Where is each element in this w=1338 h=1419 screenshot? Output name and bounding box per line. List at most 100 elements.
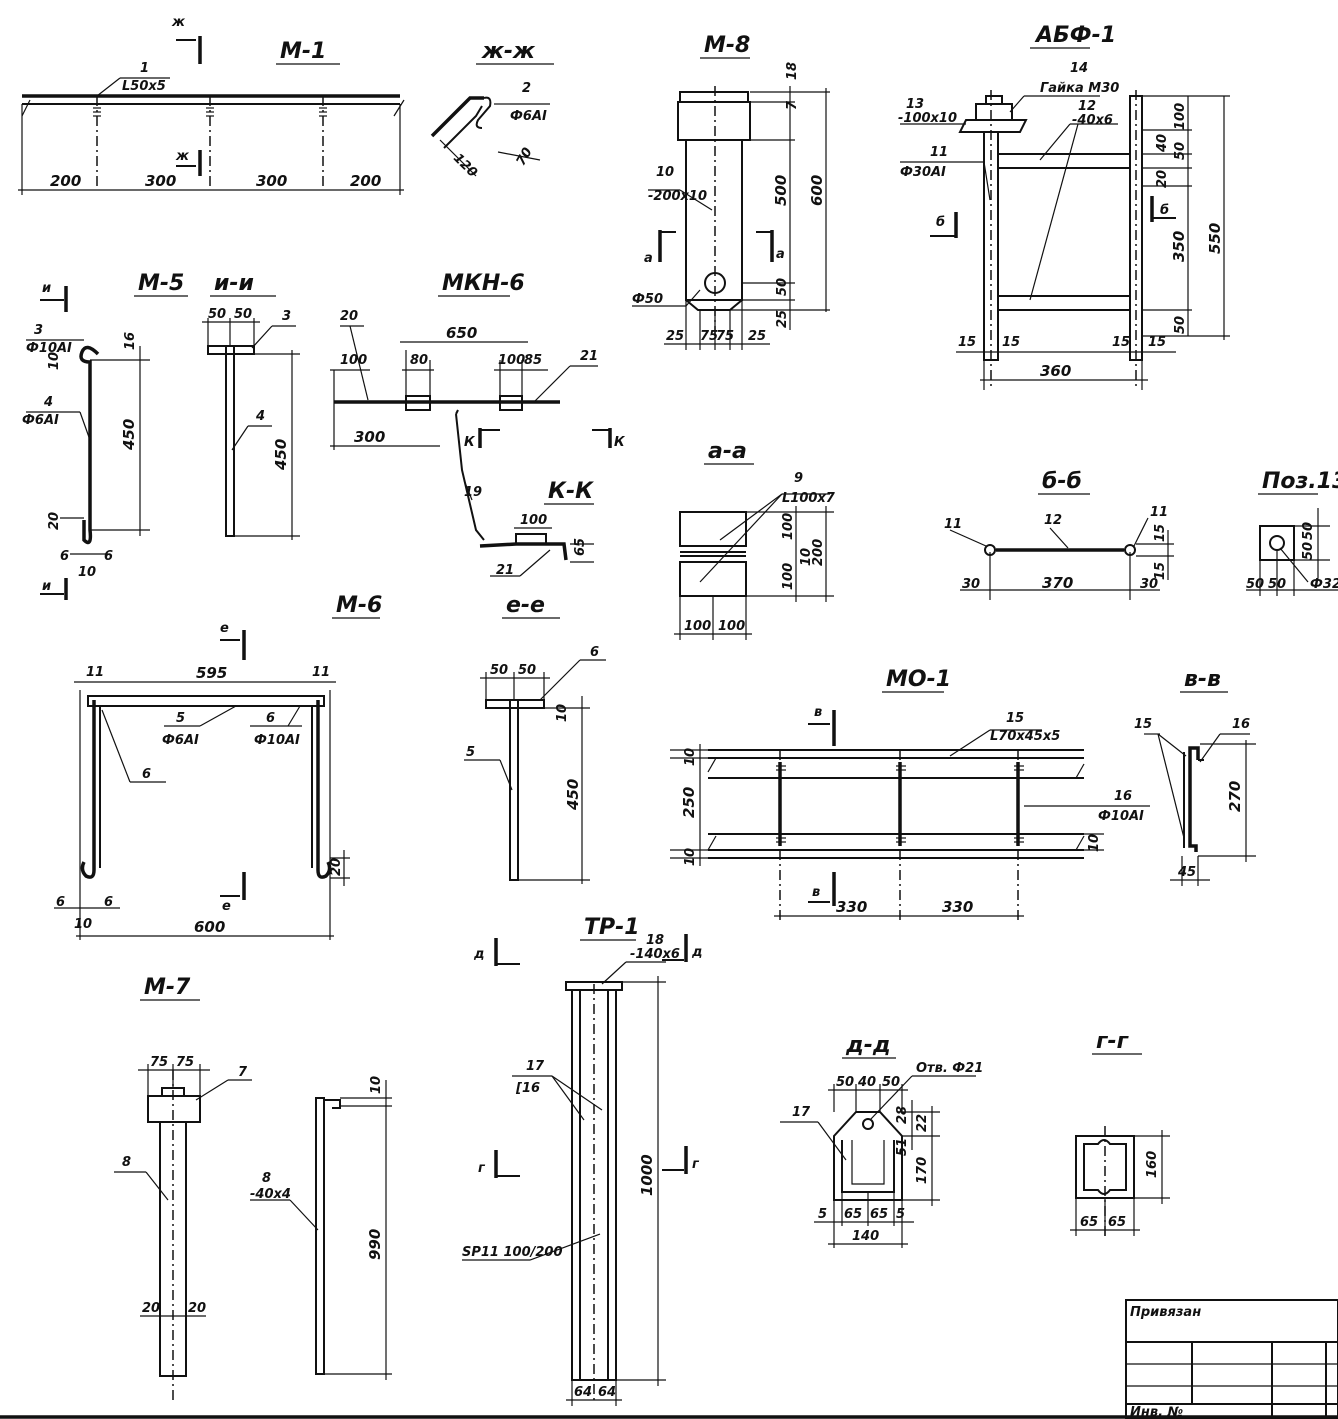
mkn6-pos19: 19	[464, 485, 482, 500]
tr1-pos18: 18	[646, 933, 664, 948]
m6-bdim-10: 10	[74, 917, 92, 932]
mo1-title: МО-1	[886, 667, 951, 692]
m6-bdim-6a: 6	[56, 895, 65, 910]
m6-pos5: 5	[176, 711, 185, 726]
abf1-nut: Гайка М30	[1040, 81, 1119, 96]
poz13-dim-50b: 50	[1301, 542, 1316, 560]
mkn6-dim-650: 650	[446, 324, 477, 342]
m6-dim-20: 20	[329, 858, 344, 876]
mo1-section-v-top: в	[814, 705, 822, 720]
m8-plate: -200х10	[648, 189, 707, 204]
m7-dim-75b: 75	[176, 1055, 194, 1070]
d-d-dim-28: 28	[895, 1106, 910, 1124]
m5-dim-20: 20	[47, 512, 62, 530]
m6-dim-11a: 11	[86, 665, 104, 680]
b-b-pos12: 12	[1044, 513, 1062, 528]
tr1-drawing: ТР-1 д д 18 -140х6 17 [16 г г 1000 SP11 …	[462, 915, 703, 1406]
m8-section-a-right: а	[776, 247, 785, 262]
m1-section-mark-bottom: ж	[175, 149, 190, 164]
mo1-dim-330b: 330	[942, 898, 973, 916]
b-b-pos11b: 11	[1150, 505, 1168, 520]
m5-height: 450	[120, 419, 138, 451]
i-i-pos4: 4	[255, 409, 265, 424]
m8-total: 600	[808, 175, 826, 206]
d-d-dim-50a: 50	[836, 1075, 854, 1090]
abf1-pos13: 13	[906, 97, 924, 112]
d-d-title: д-д	[845, 1033, 891, 1058]
tr1-plate: -140х6	[630, 947, 680, 962]
m6-pos6: 6	[266, 711, 275, 726]
m6-bdim-6b: 6	[104, 895, 113, 910]
i-i-dim-50b: 50	[234, 307, 252, 322]
m7-dim-20a: 20	[142, 1301, 160, 1316]
b-b-dim-15a: 15	[1153, 524, 1168, 542]
v-v-drawing: в-в 15 16 270 45	[1134, 667, 1256, 886]
abf1-total: 550	[1206, 223, 1224, 254]
poz13-dim-50d: 50	[1268, 577, 1286, 592]
m8-dim-25: 25	[775, 310, 790, 328]
mo1-drawing: МО-1 в 15 L70х45х5 16 Ф10АI 10 250 10 10…	[670, 667, 1150, 920]
m1-pos: 1	[140, 61, 149, 76]
poz13-title: Поз.13	[1262, 469, 1338, 494]
zh-zh-drawing: ж-ж 2 Ф6АI 120 70	[430, 39, 554, 181]
poz13-dim-50a: 50	[1301, 522, 1316, 540]
m6-section-e-top: е	[220, 621, 229, 636]
g-g-title: г-г	[1096, 1029, 1130, 1054]
m1-dim-3: 300	[256, 172, 287, 190]
m8-section-a-left: а	[644, 251, 653, 266]
e-e-pos5: 5	[466, 745, 475, 760]
k-k-dim-100: 100	[520, 513, 547, 528]
k-k-pos21: 21	[496, 563, 514, 578]
m1-section-mark-top: ж	[171, 15, 186, 30]
b-b-dim-30b: 30	[1140, 577, 1158, 592]
v-v-width: 45	[1177, 865, 1196, 880]
mkn6-dim-300: 300	[354, 428, 385, 446]
abf1-section-b-right: б	[1160, 203, 1169, 218]
g-g-height: 160	[1145, 1151, 1160, 1178]
m6-rebar6: Ф10АI	[254, 733, 300, 748]
m6-section-e-bottom: е	[222, 899, 231, 914]
b-b-dim-370: 370	[1042, 574, 1073, 592]
b-b-dim-15b: 15	[1153, 562, 1168, 580]
m8-hole: Ф50	[632, 292, 663, 307]
g-g-drawing: г-г 160 65 65	[1070, 1029, 1170, 1240]
m8-dim-50: 50	[775, 278, 790, 296]
m5-bdim-10: 10	[78, 565, 96, 580]
a-a-dim-100a: 100	[781, 513, 796, 540]
abf1-drawing: АБФ-1 14 Гайка М30 13 -100х10 11 Ф30АI 1…	[898, 23, 1230, 390]
d-d-dim-65b: 65	[870, 1207, 888, 1222]
poz13-dim-50c: 50	[1246, 577, 1264, 592]
e-e-dim-10: 10	[555, 704, 570, 722]
mkn6-dim-85: 85	[524, 353, 542, 368]
m8-bdim-1: 25	[666, 329, 684, 344]
mo1-dim-10a: 10	[683, 748, 698, 766]
tr1-dim-64a: 64	[574, 1385, 592, 1400]
m7-pos8b: 8	[262, 1171, 271, 1186]
mkn6-section-k-left: К	[464, 435, 476, 450]
d-d-drawing: д-д 50 40 50 Отв. Ф21 17 28 22 51 170 5 …	[780, 1033, 983, 1248]
e-e-drawing: е-е 50 50 6 10 450 5	[464, 593, 606, 884]
b-b-dim-30a: 30	[962, 577, 980, 592]
v-v-pos16: 16	[1232, 717, 1250, 732]
zh-zh-pos: 2	[522, 81, 531, 96]
m7-length: 990	[366, 1229, 384, 1260]
mo1-rebar: Ф10АI	[1098, 809, 1144, 824]
m8-bdim-3: 75	[716, 329, 734, 344]
m5-pos3: 3	[34, 323, 43, 338]
i-i-drawing: и-и 50 50 3 4 450	[202, 271, 300, 540]
a-a-bdim-100a: 100	[684, 619, 711, 634]
a-a-pos: 9	[794, 471, 803, 486]
d-d-hole: Отв. Ф21	[916, 1061, 983, 1076]
a-a-title: а-а	[708, 439, 747, 464]
m7-strip: -40х4	[250, 1187, 291, 1202]
m5-rebar4: Ф6АI	[22, 413, 59, 428]
k-k-title: К-К	[548, 479, 594, 504]
abf1-dim-20: 20	[1155, 170, 1170, 188]
d-d-dim-40: 40	[857, 1075, 876, 1090]
mo1-profile: L70х45х5	[990, 729, 1060, 744]
v-v-height: 270	[1226, 781, 1244, 812]
e-e-height: 450	[564, 779, 582, 811]
abf1-dim-100: 100	[1173, 103, 1188, 130]
d-d-dim-22: 22	[915, 1114, 930, 1132]
tr1-title: ТР-1	[584, 915, 640, 940]
